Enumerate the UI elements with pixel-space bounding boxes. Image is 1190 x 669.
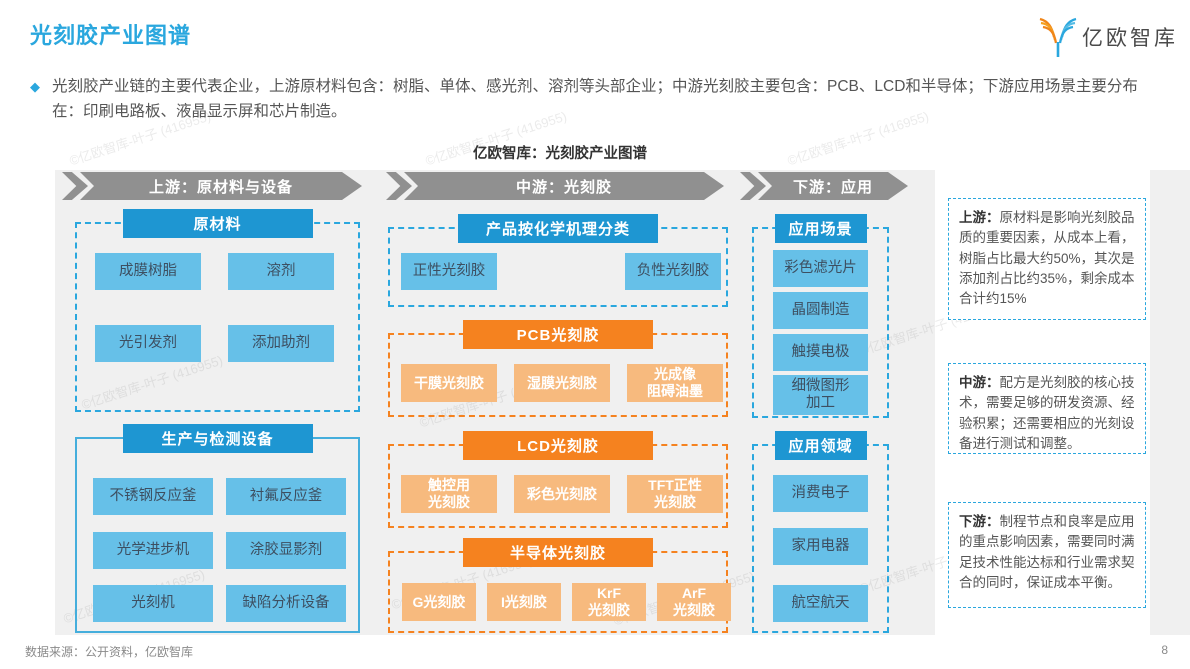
- item-box: 正性光刻胶: [401, 253, 497, 290]
- item-box: 彩色光刻胶: [514, 475, 610, 513]
- chevron-icon: [386, 172, 412, 200]
- group-lcd-photoresist-header: LCD光刻胶: [463, 431, 653, 460]
- item-box: ArF 光刻胶: [657, 583, 731, 621]
- data-source: 数据来源：公开资料，亿欧智库: [25, 645, 194, 659]
- item-box: I光刻胶: [487, 583, 561, 621]
- item-box: 晶圆制造: [773, 292, 868, 329]
- item-box: 细微图形 加工: [773, 375, 868, 415]
- group-pcb-photoresist: PCB光刻胶 干膜光刻胶 湿膜光刻胶 光成像 阻碍油墨: [388, 320, 728, 417]
- note-midstream-text: 配方是光刻胶的核心技术，需要足够的研发资源、经验积累；还需要相应的光刻设备进行测…: [959, 375, 1135, 451]
- item-box: 触控用 光刻胶: [401, 475, 497, 513]
- arrow-downstream: 下游：应用: [740, 172, 908, 200]
- item-box: 湿膜光刻胶: [514, 364, 610, 402]
- note-midstream: 中游：配方是光刻胶的核心技术，需要足够的研发资源、经验积累；还需要相应的光刻设备…: [948, 363, 1146, 454]
- chevron-icon: [62, 172, 88, 200]
- right-edge-panel: [1150, 170, 1190, 635]
- item-box: 干膜光刻胶: [401, 364, 497, 402]
- group-application-scenarios-header: 应用场景: [774, 214, 867, 243]
- diagram-title: 亿欧智库：光刻胶产业图谱: [473, 146, 647, 162]
- item-box: 光刻机: [93, 585, 213, 622]
- item-box: 彩色滤光片: [773, 250, 868, 287]
- group-pcb-photoresist-header: PCB光刻胶: [463, 320, 653, 349]
- chevron-icon: [740, 172, 766, 200]
- item-box: 光学进步机: [93, 532, 213, 569]
- group-semiconductor-photoresist-header: 半导体光刻胶: [463, 538, 653, 567]
- note-downstream: 下游：制程节点和良率是应用的重点影响因素，需要同时满足技术性能达标和行业需求契合…: [948, 502, 1146, 608]
- item-box: 家用电器: [773, 528, 868, 565]
- note-downstream-text: 制程节点和良率是应用的重点影响因素，需要同时满足技术性能达标和行业需求契合的同时…: [959, 514, 1135, 590]
- note-upstream-text: 原材料是影响光刻胶品质的重要因素，从成本上看，树脂占比最大约50%，其次是添加剂…: [959, 210, 1135, 306]
- item-box: 航空航天: [773, 585, 868, 622]
- item-box: 成膜树脂: [95, 253, 201, 290]
- item-box: 触摸电极: [773, 334, 868, 371]
- note-upstream: 上游：原材料是影响光刻胶品质的重要因素，从成本上看，树脂占比最大约50%，其次是…: [948, 198, 1146, 320]
- item-box: 溶剂: [228, 253, 334, 290]
- note-midstream-prefix: 中游：: [959, 375, 1000, 390]
- intro-paragraph: 光刻胶产业链的主要代表企业，上游原材料包含：树脂、单体、感光剂、溶剂等头部企业；…: [52, 78, 1138, 120]
- item-box: 消费电子: [773, 475, 868, 512]
- item-box: 涂胶显影剂: [226, 532, 346, 569]
- group-semiconductor-photoresist: 半导体光刻胶 G光刻胶 I光刻胶 KrF 光刻胶 ArF 光刻胶: [388, 538, 731, 633]
- group-production-equipment-header: 生产与检测设备: [122, 424, 313, 453]
- item-box: 添加助剂: [228, 325, 334, 362]
- brand-logo: 亿欧智库: [1038, 16, 1178, 58]
- group-raw-materials-header: 原材料: [122, 209, 313, 238]
- group-raw-materials: 原材料 成膜树脂 溶剂 光引发剂 添加助剂: [75, 209, 360, 412]
- group-production-equipment: 生产与检测设备 不锈钢反应釜 衬氟反应釜 光学进步机 涂胶显影剂 光刻机 缺陷分…: [75, 424, 360, 633]
- group-chemical-classification-header: 产品按化学机理分类: [458, 214, 658, 243]
- arrow-downstream-label: 下游：应用: [792, 178, 873, 196]
- brand-logo-text: 亿欧智库: [1082, 27, 1178, 50]
- note-downstream-prefix: 下游：: [959, 514, 1000, 529]
- item-box: 不锈钢反应釜: [93, 478, 213, 515]
- yiou-logo-icon: [1039, 17, 1077, 57]
- arrow-upstream: 上游：原材料与设备: [62, 172, 362, 200]
- page-title: 光刻胶产业图谱: [30, 23, 192, 48]
- item-box: 光成像 阻碍油墨: [627, 364, 723, 402]
- group-application-fields: 应用领域 消费电子 家用电器 航空航天: [752, 431, 889, 633]
- item-box: 负性光刻胶: [625, 253, 721, 290]
- group-application-scenarios: 应用场景 彩色滤光片 晶圆制造 触摸电极 细微图形 加工: [752, 214, 889, 418]
- item-box: G光刻胶: [402, 583, 476, 621]
- item-box: KrF 光刻胶: [572, 583, 646, 621]
- item-box: 光引发剂: [95, 325, 201, 362]
- group-lcd-photoresist: LCD光刻胶 触控用 光刻胶 彩色光刻胶 TFT正性 光刻胶: [388, 431, 728, 528]
- group-application-fields-header: 应用领域: [774, 431, 867, 460]
- page-number: 8: [1161, 643, 1168, 657]
- note-upstream-prefix: 上游：: [959, 210, 1000, 225]
- item-box: 缺陷分析设备: [226, 585, 346, 622]
- item-box: TFT正性 光刻胶: [627, 475, 723, 513]
- item-box: 衬氟反应釜: [226, 478, 346, 515]
- arrow-midstream: 中游：光刻胶: [386, 172, 724, 200]
- arrow-midstream-label: 中游：光刻胶: [515, 178, 612, 196]
- arrow-upstream-label: 上游：原材料与设备: [148, 178, 293, 196]
- bullet-diamond-icon: ◆: [30, 79, 40, 94]
- group-chemical-classification: 产品按化学机理分类 正性光刻胶 负性光刻胶: [388, 214, 728, 307]
